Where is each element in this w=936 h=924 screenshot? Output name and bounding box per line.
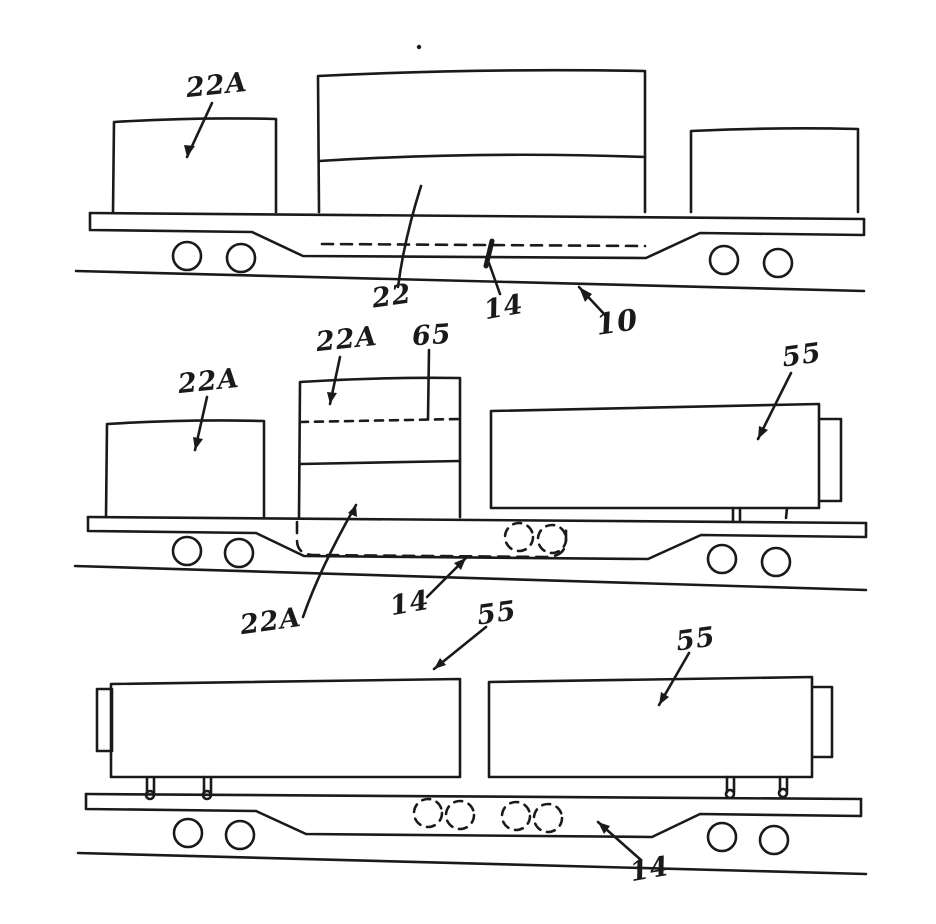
trailer-door-tab xyxy=(811,685,834,759)
trailer-body-left xyxy=(109,677,462,779)
wheel xyxy=(171,535,203,567)
wheel xyxy=(760,546,792,578)
wheel xyxy=(223,537,255,569)
railcar-deck-top xyxy=(88,211,866,221)
arrowhead xyxy=(454,558,466,570)
arrowhead xyxy=(598,822,610,834)
container-center-seam xyxy=(298,459,462,466)
ghost-wheel-dashed xyxy=(500,800,532,832)
trailer-landing-gear xyxy=(784,506,789,520)
ref-label-14-fig2: 14 xyxy=(387,584,432,623)
ref-label-14-fig3: 14 xyxy=(627,850,672,889)
railcar-deck-top xyxy=(84,792,863,801)
container-small-left xyxy=(104,419,266,519)
tick-mark-14 xyxy=(483,238,495,269)
ref-label-10-fig1: 10 xyxy=(593,302,641,342)
container-small-left xyxy=(111,117,278,214)
railcar-side-sill xyxy=(84,792,863,839)
ref-label-22-fig1: 22 xyxy=(370,278,414,315)
trailer-body xyxy=(489,402,821,510)
wheel xyxy=(762,247,794,279)
leader-line-14 xyxy=(487,261,502,296)
leader-line-22 xyxy=(396,184,423,289)
well-hidden-outline xyxy=(295,520,568,559)
arrowhead xyxy=(184,145,195,157)
arrowhead xyxy=(758,426,768,439)
wheel xyxy=(172,817,204,849)
ref-label-55-right-fig3: 55 xyxy=(674,621,718,658)
ghost-wheel-dashed xyxy=(503,521,535,553)
ref-label-55-fig2: 55 xyxy=(780,337,824,374)
stray-dot xyxy=(416,44,422,50)
ref-label-22a-top-fig2: 22A xyxy=(314,320,379,359)
ground-line xyxy=(74,269,866,293)
ghost-wheel-dashed xyxy=(444,799,476,831)
ghost-wheel-dashed xyxy=(532,802,564,834)
leader-line-65 xyxy=(426,348,431,421)
container-center xyxy=(297,376,462,519)
ref-label-14-fig1: 14 xyxy=(481,288,526,327)
railcar-side-sill xyxy=(88,211,866,260)
container-center-hidden-seam xyxy=(298,417,462,424)
ref-label-55-left-fig3: 55 xyxy=(475,595,519,632)
ref-label-22a-left-fig2: 22A xyxy=(176,362,241,401)
ref-label-65-fig2: 65 xyxy=(410,318,453,353)
arrowhead xyxy=(659,692,669,705)
wheel xyxy=(706,543,738,575)
container-large-center xyxy=(316,68,647,214)
wheel xyxy=(706,821,738,853)
wheel xyxy=(758,824,790,856)
arrowhead xyxy=(434,658,446,669)
arrowhead xyxy=(579,287,592,302)
ref-label-22a-fig1: 22A xyxy=(184,66,249,105)
container-large-center-seam xyxy=(317,153,647,163)
well-floor-hidden-line xyxy=(320,242,647,248)
ghost-wheel-dashed xyxy=(536,523,568,555)
figure-top-drawing xyxy=(74,44,866,317)
ground-line xyxy=(76,851,868,876)
landing-gear-foot xyxy=(724,788,736,800)
landing-gear-foot xyxy=(777,787,789,799)
arrowhead xyxy=(348,505,357,517)
wheel xyxy=(224,819,256,851)
ground-line xyxy=(73,564,868,592)
figure-bottom-drawing xyxy=(76,625,868,876)
ghost-wheel-dashed xyxy=(412,797,444,829)
trailer-door-tab xyxy=(818,417,843,503)
arrowhead xyxy=(193,437,203,450)
wheel xyxy=(708,244,740,276)
ref-label-22a-bottom-fig2: 22A xyxy=(238,601,304,642)
figure-middle-drawing xyxy=(73,348,868,619)
wheel xyxy=(171,240,203,272)
trailer-body-right xyxy=(487,675,814,779)
railcar-deck-top xyxy=(86,515,868,525)
railcar-side-sill xyxy=(86,515,868,561)
trailer-door-tab xyxy=(95,687,114,753)
arrowhead xyxy=(327,392,337,404)
container-small-right xyxy=(689,127,860,214)
leader-line-22a-bottom xyxy=(301,503,358,619)
wheel xyxy=(225,242,257,274)
